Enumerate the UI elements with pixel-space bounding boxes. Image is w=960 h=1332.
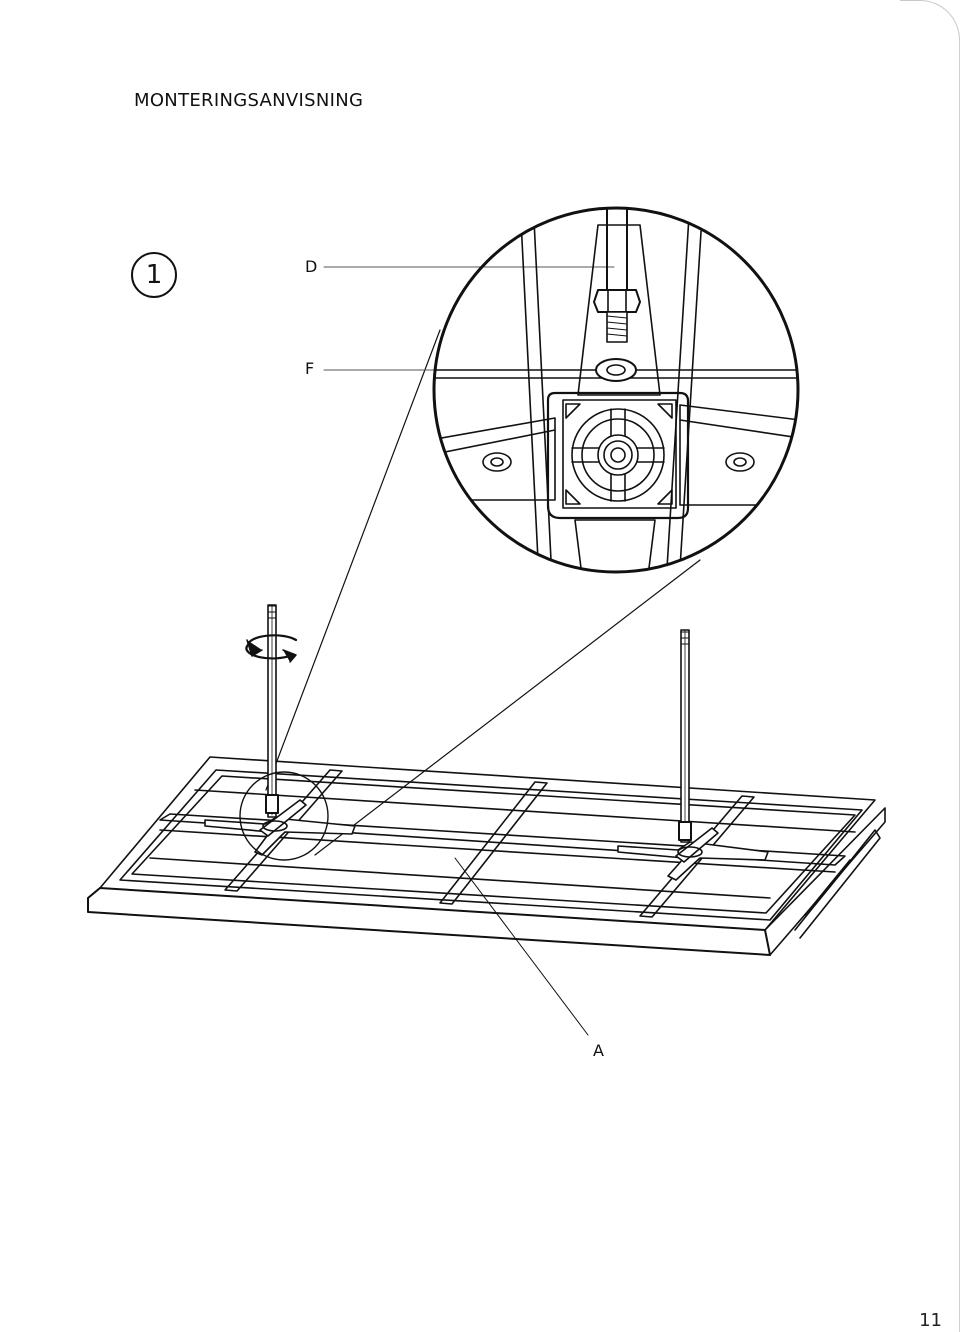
detail-zoom-circle: [432, 206, 800, 574]
callout-label-a: A: [593, 1041, 604, 1060]
callout-label-d: D: [305, 257, 318, 276]
zoom-leader-lines: [265, 329, 701, 856]
page-title: MONTERINGSANVISNING: [134, 90, 364, 111]
rotate-arrow-icon: [245, 634, 298, 663]
callout-leaders: [323, 266, 615, 1036]
right-leg-base: [617, 629, 769, 881]
callout-label-f: F: [305, 359, 315, 378]
page-number: 11: [919, 1310, 942, 1331]
left-leg-base: [204, 604, 356, 861]
step-number-badge: 1: [131, 252, 177, 298]
